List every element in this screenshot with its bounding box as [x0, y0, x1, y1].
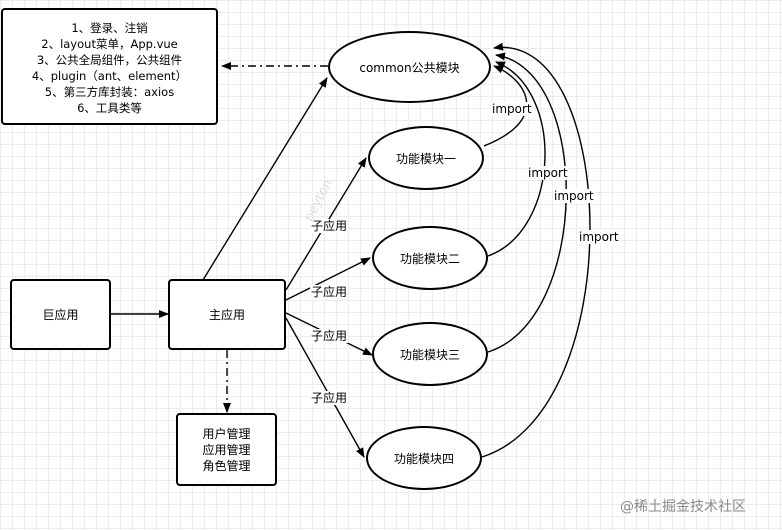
module2-label: 功能模块二: [399, 251, 460, 266]
notes-box: 1、登录、注销 2、layout菜单，App.vue 3、公共全局组件，公共组件…: [1, 8, 218, 125]
edge-label-import-1: import: [491, 102, 533, 116]
module1-label: 功能模块一: [395, 151, 456, 166]
edge-label-sub-app-2: 子应用: [310, 285, 349, 299]
notes-line: 2、layout菜单，App.vue: [41, 36, 178, 51]
edge-module1-import: [483, 65, 528, 147]
giant-app-node[interactable]: 巨应用: [10, 279, 111, 350]
giant-app-label: 巨应用: [42, 308, 79, 322]
edge-label-sub-app-4: 子应用: [310, 391, 349, 405]
role-item: 角色管理: [202, 458, 251, 473]
edge-module3-import: [487, 52, 567, 353]
role-item: 应用管理: [202, 442, 251, 457]
edge-main-to-module4: [285, 317, 365, 458]
module1-node[interactable]: 功能模块一: [368, 126, 484, 190]
edge-label-sub-app-1: 子应用: [310, 219, 349, 233]
common-module-label: common公共模块: [359, 60, 460, 75]
edge-main-to-module2: [285, 257, 371, 301]
edge-label-import-3: import: [553, 189, 595, 203]
edge-module2-import: [487, 61, 546, 257]
role-item: 用户管理: [202, 426, 251, 441]
edge-label-import-4: import: [578, 230, 620, 244]
edge-label-sub-app-3: 子应用: [310, 329, 349, 343]
main-app-node[interactable]: 主应用: [168, 279, 286, 350]
module3-node[interactable]: 功能模块三: [372, 322, 488, 386]
site-watermark: @稀土掘金技术社区: [620, 499, 746, 515]
edge-module4-import: [481, 42, 591, 458]
notes-line: 6、工具类等: [77, 100, 142, 115]
module3-label: 功能模块三: [399, 347, 460, 362]
notes-line: 1、登录、注销: [71, 20, 148, 35]
common-module-node[interactable]: common公共模块: [328, 31, 491, 103]
notes-line: 4、plugin（ant、element）: [31, 68, 188, 83]
module4-label: 功能模块四: [393, 451, 454, 466]
roles-box: 用户管理 应用管理 角色管理: [176, 413, 277, 486]
notes-line: 5、第三方库封装：axios: [44, 84, 175, 99]
module2-node[interactable]: 功能模块二: [372, 226, 488, 290]
main-app-label: 主应用: [208, 308, 245, 322]
module4-node[interactable]: 功能模块四: [366, 426, 482, 490]
notes-line: 3、公共全局组件，公共组件: [36, 52, 183, 67]
edge-main-to-common: [202, 77, 328, 281]
edge-label-import-2: import: [527, 166, 569, 180]
